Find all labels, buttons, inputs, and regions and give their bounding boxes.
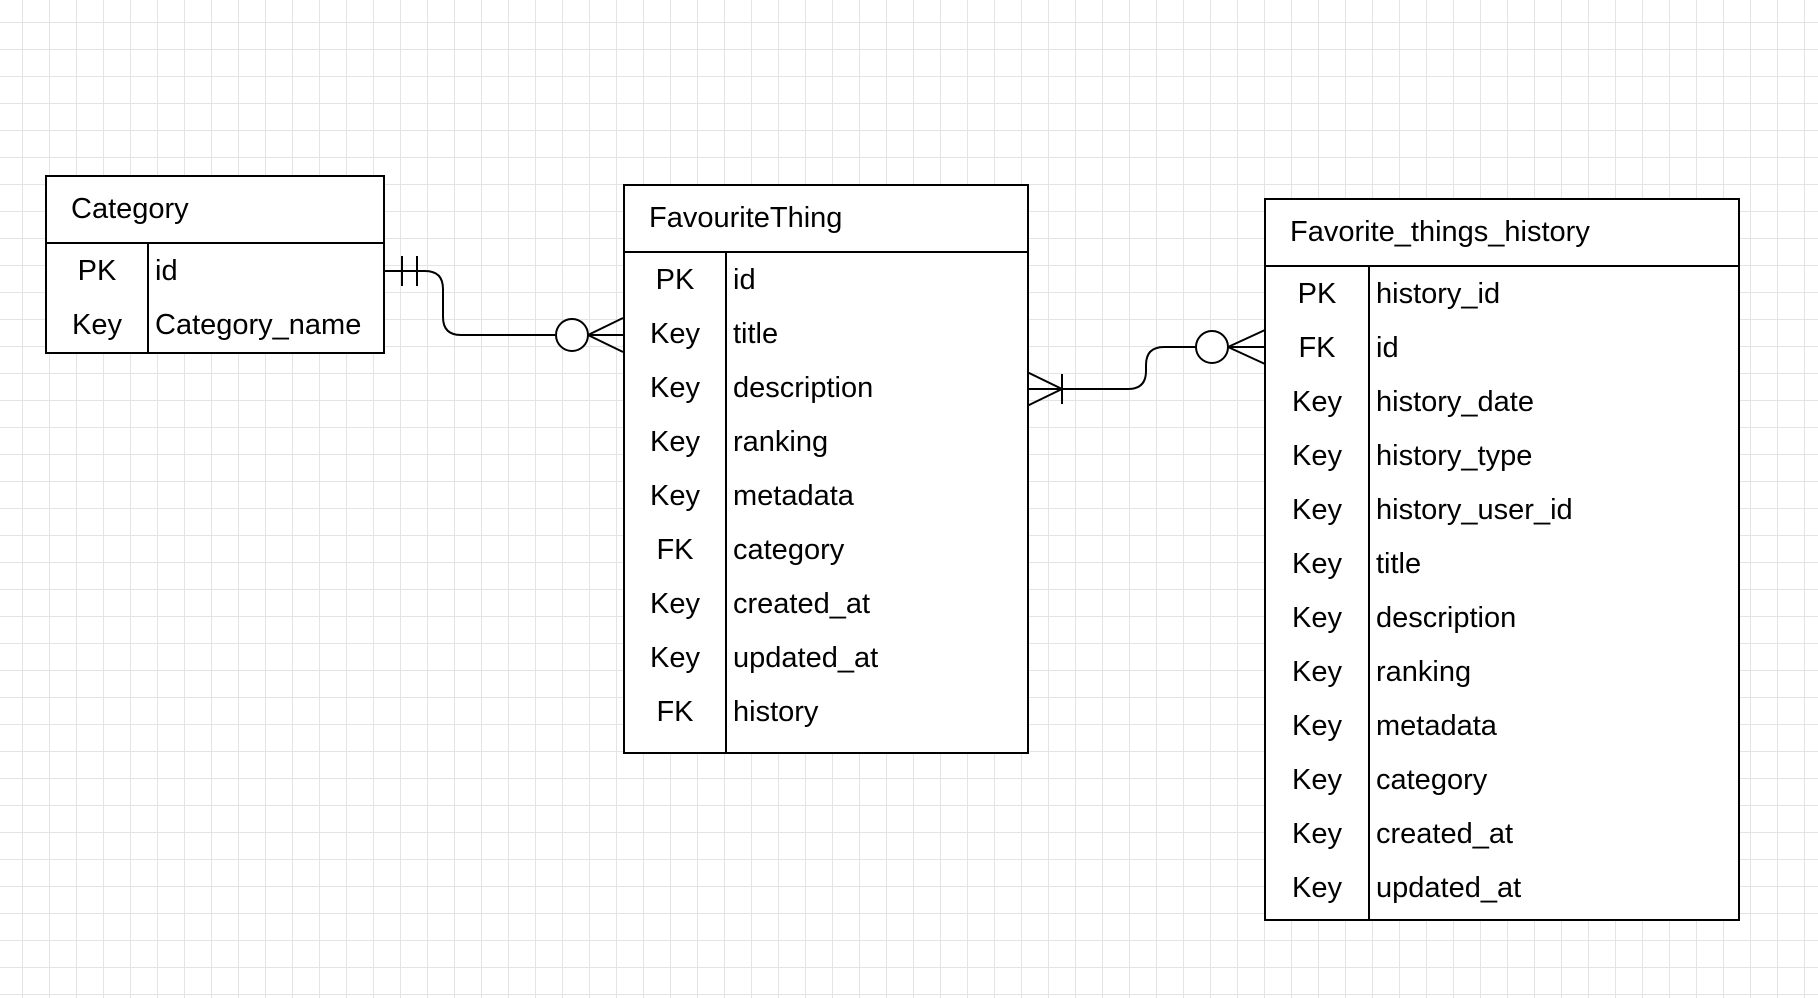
field-name: ranking [733, 425, 829, 458]
key-type: Key [72, 308, 122, 341]
field-row: Key ranking [625, 415, 1027, 469]
field-row: FK category [625, 523, 1027, 577]
field-row: PK history_id [1266, 267, 1738, 321]
field-name: description [733, 371, 874, 404]
key-type: Key [650, 317, 700, 350]
key-type: Key [1292, 709, 1342, 742]
column-divider [1368, 267, 1370, 919]
crowfoot-upper [587, 317, 624, 336]
field-row: Key created_at [625, 577, 1027, 631]
field-row: Key description [1266, 591, 1738, 645]
field-row: Key updated_at [1266, 861, 1738, 915]
field-row: FK history [625, 685, 1027, 739]
key-type: FK [656, 695, 694, 728]
field-name: category [1376, 763, 1488, 796]
column-divider [147, 244, 149, 352]
crowfoot-lower [1227, 346, 1266, 365]
field-row: Key title [1266, 537, 1738, 591]
key-type: Key [650, 371, 700, 404]
connector-line [1062, 346, 1196, 390]
field-name: metadata [1376, 709, 1497, 742]
entity-title: Category [47, 177, 383, 244]
field-name: category [733, 533, 845, 566]
field-row: Key history_type [1266, 429, 1738, 483]
crowfoot-upper [1026, 371, 1063, 390]
field-name: metadata [733, 479, 854, 512]
key-type: FK [656, 533, 694, 566]
field-name: title [1376, 547, 1422, 580]
entity-title: Favorite_things_history [1266, 200, 1738, 267]
entity-title: FavouriteThing [625, 186, 1027, 253]
connector-line [384, 270, 555, 336]
key-type: Key [650, 479, 700, 512]
field-row: Key metadata [625, 469, 1027, 523]
entity-favourite-thing[interactable]: FavouriteThing PK id Key title Key descript… [623, 184, 1029, 754]
key-type: Key [650, 641, 700, 674]
field-name: title [733, 317, 779, 350]
key-type: Key [1292, 601, 1342, 634]
field-row: Key updated_at [625, 631, 1027, 685]
field-name: description [1376, 601, 1517, 634]
field-name: history_user_id [1376, 493, 1573, 526]
field-name: Category_name [155, 308, 362, 341]
crowfoot-lower [1026, 388, 1063, 407]
crowfoot-lower [587, 334, 624, 353]
field-name: created_at [1376, 817, 1514, 850]
field-row: FK id [1266, 321, 1738, 375]
field-name: history_date [1376, 385, 1534, 418]
field-row: PK id [47, 244, 383, 298]
crowfoot-upper [1227, 329, 1266, 348]
key-type: Key [1292, 817, 1342, 850]
key-type: FK [1298, 331, 1336, 364]
field-row: Key category [1266, 753, 1738, 807]
entity-favorite-things-history[interactable]: Favorite_things_history PK history_id FK i… [1264, 198, 1740, 921]
entity-category[interactable]: Category PK id Key Category_name [45, 175, 385, 354]
field-row: Key history_date [1266, 375, 1738, 429]
key-type: Key [1292, 493, 1342, 526]
key-type: Key [1292, 385, 1342, 418]
key-type: PK [1297, 277, 1337, 310]
field-name: updated_at [1376, 871, 1522, 904]
key-type: Key [1292, 547, 1342, 580]
key-type: PK [77, 254, 117, 287]
field-name: id [733, 263, 756, 296]
zero-optional-circle [555, 318, 589, 352]
key-type: Key [1292, 763, 1342, 796]
field-name: history_id [1376, 277, 1501, 310]
field-name: history_type [1376, 439, 1533, 472]
column-divider [725, 253, 727, 752]
field-row: Key description [625, 361, 1027, 415]
field-name: created_at [733, 587, 871, 620]
key-type: Key [1292, 655, 1342, 688]
field-name: ranking [1376, 655, 1472, 688]
field-name: id [155, 254, 178, 287]
entity-fields: PK id Key Category_name [47, 244, 383, 352]
field-name: updated_at [733, 641, 879, 674]
key-type: Key [650, 587, 700, 620]
field-row: Key Category_name [47, 298, 383, 352]
field-row: Key ranking [1266, 645, 1738, 699]
zero-optional-circle [1195, 330, 1229, 364]
field-row: PK id [625, 253, 1027, 307]
entity-fields: PK history_id FK id Key history_date Key his… [1266, 267, 1738, 919]
field-row: Key metadata [1266, 699, 1738, 753]
key-type: PK [655, 263, 695, 296]
field-row: Key title [625, 307, 1027, 361]
field-name: id [1376, 331, 1399, 364]
relationship-category-favouritething [384, 256, 624, 353]
relationship-favouritething-history [1026, 329, 1266, 407]
field-row: Key created_at [1266, 807, 1738, 861]
key-type: Key [1292, 439, 1342, 472]
field-row: Key history_user_id [1266, 483, 1738, 537]
field-name: history [733, 695, 819, 728]
key-type: Key [1292, 871, 1342, 904]
key-type: Key [650, 425, 700, 458]
